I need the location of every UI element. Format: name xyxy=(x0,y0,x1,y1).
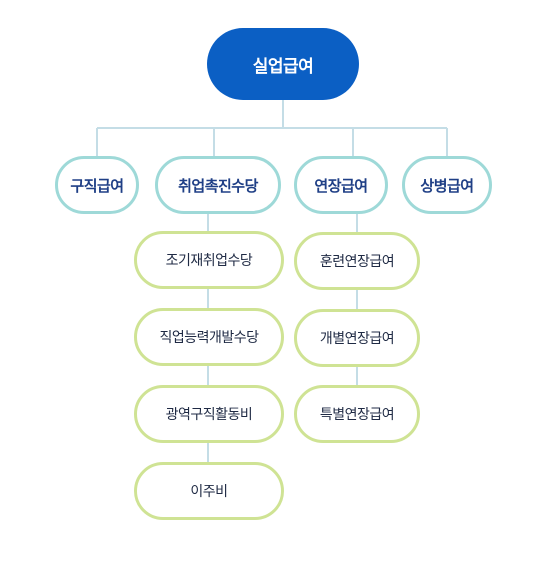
category-label: 상병급여 xyxy=(420,176,474,195)
sub-training-extended: 훈련연장급여 xyxy=(294,232,420,290)
category-label: 연장급여 xyxy=(314,176,368,195)
category-job-seeking: 구직급여 xyxy=(55,156,139,214)
sub-special-extended: 특별연장급여 xyxy=(294,385,420,443)
sub-label: 훈련연장급여 xyxy=(319,254,395,270)
sub-individual-extended: 개별연장급여 xyxy=(294,309,420,367)
category-sickness: 상병급여 xyxy=(402,156,492,214)
sub-label: 이주비 xyxy=(190,484,228,500)
category-label: 취업촉진수당 xyxy=(178,176,258,195)
sub-label: 직업능력개발수당 xyxy=(159,330,259,346)
category-label: 구직급여 xyxy=(70,176,124,195)
root-node-unemployment-benefit: 실업급여 xyxy=(207,28,359,100)
sub-label: 특별연장급여 xyxy=(319,407,395,423)
sub-relocation: 이주비 xyxy=(134,462,284,520)
sub-early-reemployment: 조기재취업수당 xyxy=(134,231,284,289)
sub-label: 개별연장급여 xyxy=(319,331,395,347)
sub-vocational-training: 직업능력개발수당 xyxy=(134,308,284,366)
sub-label: 조기재취업수당 xyxy=(165,253,253,269)
category-extended: 연장급여 xyxy=(294,156,388,214)
root-label: 실업급여 xyxy=(252,56,314,77)
category-employment-promotion: 취업촉진수당 xyxy=(155,156,281,214)
sub-wide-area-job-search: 광역구직활동비 xyxy=(134,385,284,443)
sub-label: 광역구직활동비 xyxy=(165,407,253,423)
